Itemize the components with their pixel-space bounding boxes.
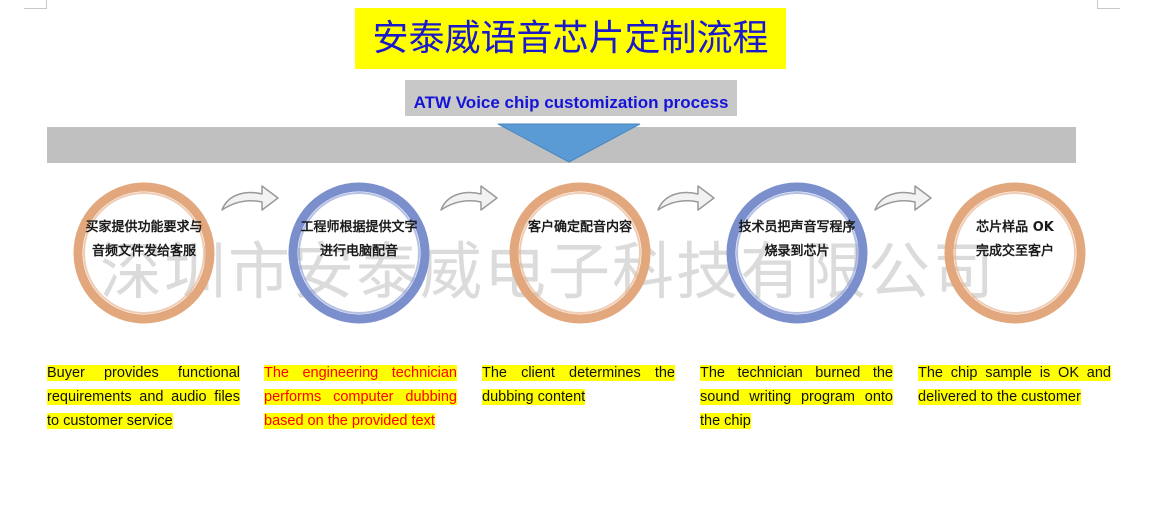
step-description-4: The technician burned the sound writing … — [700, 361, 893, 433]
description-text: The client determines the dubbing conten… — [482, 365, 675, 405]
description-text: The chip sample is OK and delivered to t… — [918, 365, 1111, 405]
page-corner-mark-right — [1097, 0, 1120, 9]
ring-icon — [944, 182, 1086, 324]
step-3: 客户确定配音内容 — [505, 178, 655, 328]
curved-arrow-icon — [874, 185, 932, 211]
step-description-2: The engineering technician performs comp… — [264, 361, 457, 433]
page-corner-mark-left — [24, 0, 47, 9]
description-text: The technician burned the sound writing … — [700, 365, 893, 429]
down-triangle-icon — [497, 123, 641, 163]
ring-icon — [509, 182, 651, 324]
page-title-chinese: 安泰威语音芯片定制流程 — [355, 8, 786, 69]
step-5: 芯片样品 OK 完成交至客户 — [940, 178, 1090, 328]
page-title-english: ATW Voice chip customization process — [405, 80, 737, 116]
ring-icon — [73, 182, 215, 324]
step-2: 工程师根据提供文字 进行电脑配音 — [284, 178, 434, 328]
step-4: 技术员把声音写程序 烧录到芯片 — [722, 178, 872, 328]
step-description-3: The client determines the dubbing conten… — [482, 361, 675, 409]
step-label: 买家提供功能要求与 音频文件发给客服 — [85, 220, 203, 259]
step-label: 工程师根据提供文字 进行电脑配音 — [300, 220, 418, 259]
ring-icon — [288, 182, 430, 324]
curved-arrow-icon — [221, 185, 279, 211]
step-label: 技术员把声音写程序 烧录到芯片 — [738, 220, 856, 259]
curved-arrow-icon — [657, 185, 715, 211]
step-label: 芯片样品 OK 完成交至客户 — [975, 220, 1054, 259]
description-text: The engineering technician performs comp… — [264, 365, 457, 429]
step-description-1: Buyer provides functional requirements a… — [47, 361, 240, 433]
step-label: 客户确定配音内容 — [527, 220, 632, 235]
step-1: 买家提供功能要求与 音频文件发给客服 — [69, 178, 219, 328]
ring-icon — [726, 182, 868, 324]
curved-arrow-icon — [440, 185, 498, 211]
step-description-5: The chip sample is OK and delivered to t… — [918, 361, 1111, 409]
description-text: Buyer provides functional requirements a… — [47, 365, 240, 429]
